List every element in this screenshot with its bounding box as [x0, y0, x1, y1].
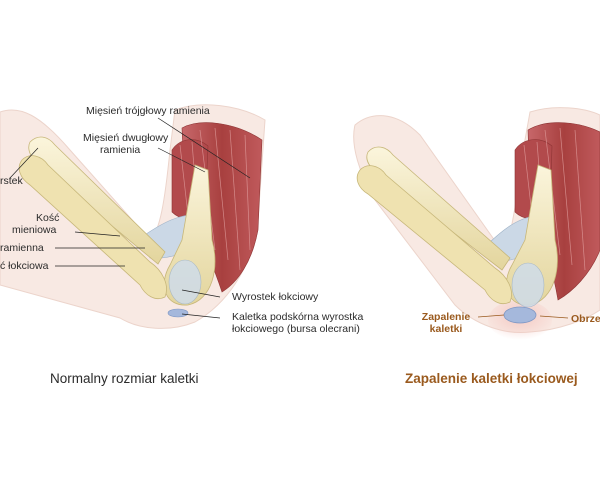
- label-biceps-line2: ramienia: [100, 144, 141, 156]
- caption-normal: Normalny rozmiar kaletki: [50, 371, 199, 386]
- label-partial-top: rstek: [0, 175, 23, 187]
- right-leader-lines: [477, 314, 569, 319]
- label-humerus-line2: mieniowa: [12, 224, 57, 236]
- right-arm-illustration: [353, 107, 600, 340]
- label-inflamed-line1: Zapalenie: [421, 311, 471, 323]
- left-leader-lines: [9, 117, 251, 319]
- left-ulna-bone: [18, 155, 167, 300]
- right-ulna-bone: [356, 165, 512, 305]
- left-joint-cartilage: [168, 259, 202, 305]
- right-bursa-inflamed: [503, 306, 537, 324]
- label-bursa-line2: łokciowego (bursa olecrani): [232, 323, 360, 335]
- label-inflamed-line2: kaletki: [429, 323, 463, 335]
- label-humerus-line1: Kość: [36, 212, 60, 224]
- label-swelling-partial: Obrze: [571, 313, 600, 325]
- label-bursa-line1: Kaletka podskórna wyrostka: [232, 311, 364, 323]
- right-radius-bone: [366, 146, 511, 271]
- label-olecranon: Wyrostek łokciowy: [232, 291, 319, 303]
- label-triceps: Mięsień trójgłowy ramienia: [86, 105, 210, 117]
- label-ulna: ć łokciowa: [0, 260, 49, 272]
- label-radius: ramienna: [0, 242, 44, 254]
- caption-bursitis: Zapalenie kaletki łokciowej: [405, 371, 578, 386]
- right-joint-cartilage: [511, 262, 545, 308]
- left-bursa-normal: [167, 308, 189, 318]
- label-biceps-line1: Mięsień dwugłowy: [83, 132, 169, 144]
- left-radius-bone: [28, 136, 166, 265]
